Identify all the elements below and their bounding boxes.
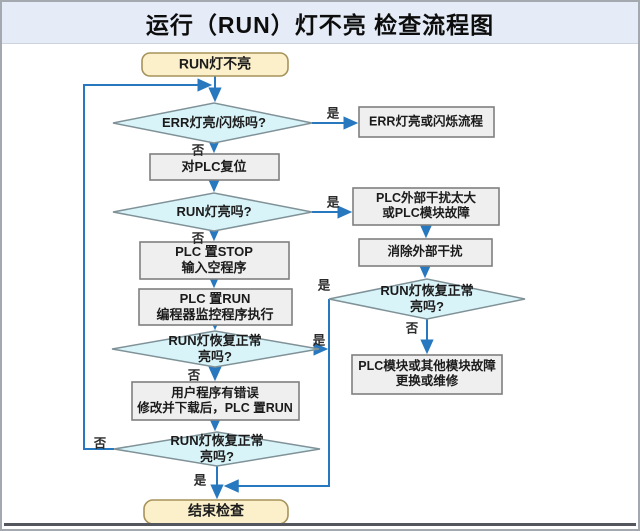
branch-label-no-rightcheck: 否 (405, 321, 419, 336)
bottom-recover-diamond-shape (113, 431, 321, 467)
bottom-recover-label: RUN灯恢复正常 亮吗? (170, 433, 264, 464)
user-program-label: 用户程序有错误 修改并下载后，PLC 置RUN (137, 385, 293, 415)
run-check-label: RUN灯亮吗? (176, 204, 252, 220)
plc-stop-box-shape (139, 241, 290, 280)
err-check-label: ERR灯亮/闪烁吗? (161, 115, 267, 131)
mid-recover-diamond-shape (111, 330, 320, 368)
interference-label: PLC外部干扰太大 或PLC模块故障 (375, 190, 477, 220)
plc-reset-box-shape (149, 153, 280, 181)
arrow-bottomcheck-no-loop (83, 78, 213, 450)
run-check-diamond-shape (112, 192, 313, 232)
branch-label-yes-rightcheck: 是 (317, 278, 331, 293)
module-fault-label: PLC模块或其他模块故障 更换或维修 (358, 358, 496, 388)
interference-box-shape (352, 187, 500, 226)
module-fault-box-shape (351, 354, 503, 395)
plc-run-box-shape (138, 288, 293, 326)
title-band: 运行（RUN）灯不亮 检查流程图 (2, 2, 638, 44)
branch-label-yes-bottomcheck: 是 (193, 473, 207, 488)
branch-label-no-runcheck: 否 (191, 231, 205, 246)
plc-stop-label: PLC 置STOP 输入空程序 (175, 244, 253, 275)
err-flow-label: ERR灯亮或闪烁流程 (369, 114, 483, 129)
branch-label-yes-midcheck: 是 (312, 333, 326, 348)
eliminate-box-shape (358, 238, 493, 267)
branch-label-no-midcheck: 否 (187, 368, 201, 383)
start-node-shape (141, 52, 289, 77)
mid-recover-label: RUN灯恢复正常 亮吗? (168, 333, 262, 364)
right-recover-label: RUN灯恢复正常 亮吗? (380, 283, 474, 314)
user-program-box-shape (131, 381, 300, 421)
eliminate-label: 消除外部干扰 (387, 244, 463, 259)
end-node-label: 结束检查 (188, 502, 244, 519)
right-recover-diamond-shape (328, 278, 526, 320)
bottom-rule (4, 523, 636, 526)
arrow-rightcheck-yes-merge (223, 299, 330, 493)
plc-reset-label: 对PLC复位 (181, 159, 247, 175)
start-node-label: RUN灯不亮 (178, 55, 252, 72)
err-flow-box-shape (358, 106, 495, 138)
err-check-diamond-shape (112, 102, 313, 144)
page-title: 运行（RUN）灯不亮 检查流程图 (145, 11, 495, 38)
branch-label-yes-runcheck: 是 (326, 195, 340, 210)
plc-run-label: PLC 置RUN 编程器监控程序执行 (156, 291, 274, 322)
branch-label-no-errcheck: 否 (191, 143, 205, 158)
branch-label-yes-errcheck: 是 (326, 106, 340, 121)
branch-label-no-bottomcheck: 否 (93, 436, 107, 451)
